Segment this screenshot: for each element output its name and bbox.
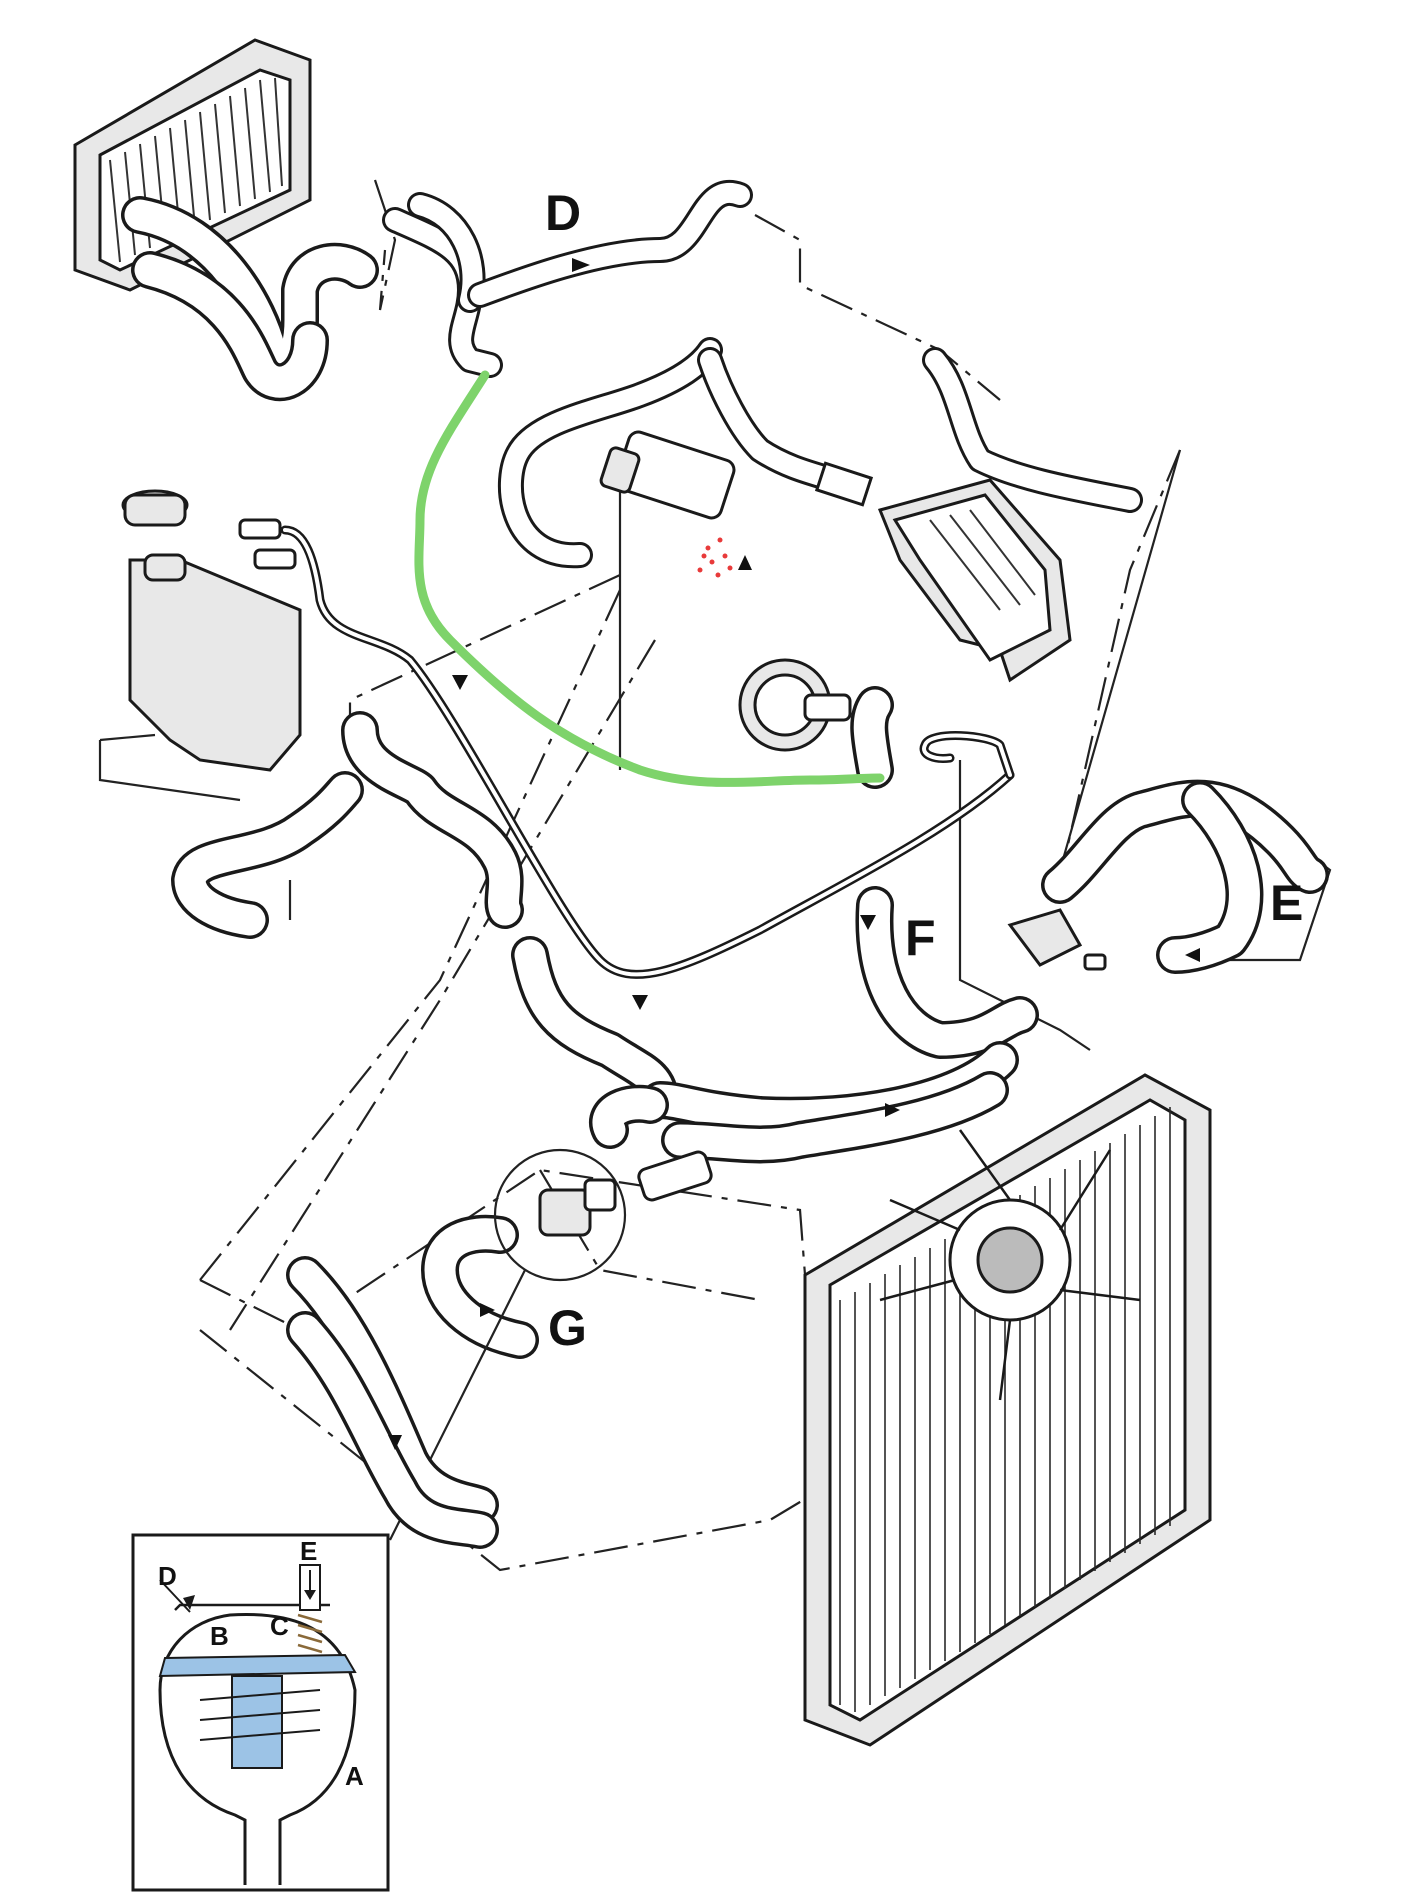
hose-e (1007, 779, 1329, 974)
water-pump (738, 658, 852, 752)
tank-outlet-hose (171, 711, 524, 939)
hose-g (421, 1214, 539, 1359)
flow-arrows (388, 258, 1200, 1450)
green-annotation-line (414, 370, 885, 787)
thermostat-inset: D E C B A (131, 1533, 390, 1892)
bleed-pipe (280, 525, 1015, 979)
inset-label-e: E (300, 1536, 317, 1566)
thermostat-callout (389, 1148, 627, 1541)
expansion-tank (121, 489, 302, 772)
radiator (803, 1073, 1212, 1747)
label-g: G (548, 1300, 587, 1356)
lower-hoses (286, 1256, 499, 1549)
upper-hoses (497, 337, 1143, 569)
heater-hoses (121, 192, 503, 402)
label-d: D (545, 185, 581, 241)
label-e: E (1270, 875, 1303, 931)
coolant-valve (599, 430, 736, 578)
label-f: F (905, 910, 936, 966)
hose-d (467, 180, 753, 308)
oil-cooler (877, 478, 1072, 683)
inset-label-a: A (345, 1761, 364, 1791)
inset-label-d: D (158, 1561, 177, 1591)
inset-label-c: C (270, 1611, 289, 1641)
radiator-hoses (589, 1041, 1019, 1202)
inset-label-b: B (210, 1621, 229, 1651)
hose-f (850, 686, 1039, 1059)
bypass-hose (511, 936, 679, 1119)
